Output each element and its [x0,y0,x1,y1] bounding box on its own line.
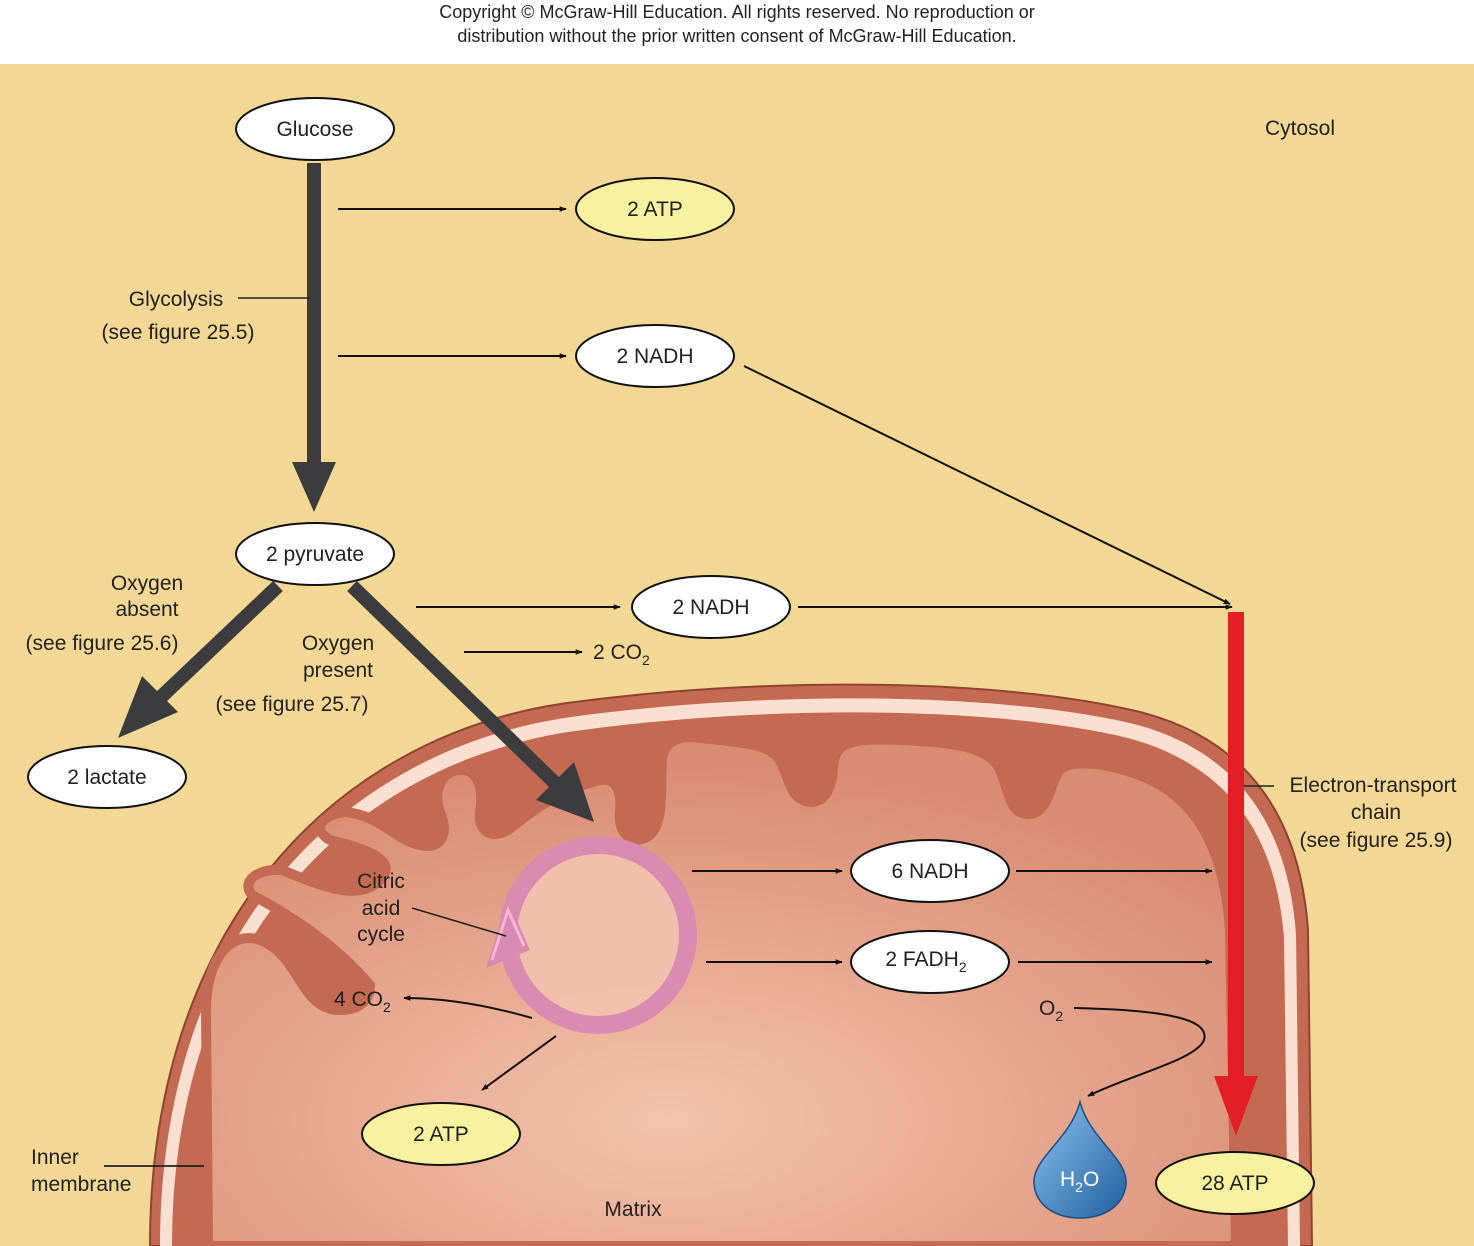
atp-glycolysis-node: 2 ATP [575,177,735,241]
atp-etc-label: 28 ATP [1201,1172,1268,1195]
fadh2-cycle-label: 2 FADH [885,948,959,971]
glycolysis-label: Glycolysis [129,288,224,311]
nadh-glycolysis-node: 2 NADH [575,324,735,388]
citric-line3: cycle [357,923,405,946]
lactate-label: 2 lactate [67,766,146,789]
svg-text:2 FADH2: 2 FADH2 [885,948,967,975]
oxygen-absent-line1: Oxygen [111,572,183,595]
water-o: O [1083,1168,1099,1191]
etc-figure-ref: (see figure 25.9) [1300,829,1453,852]
inner-membrane-line2: membrane [31,1173,131,1196]
pyruvate-node: 2 pyruvate [235,522,395,586]
copyright-line-2: distribution without the prior written c… [457,26,1017,46]
nadh-pyruvate-node: 2 NADH [631,575,791,639]
citric-acid-cycle-ring [486,836,697,1034]
pyruvate-label: 2 pyruvate [266,543,364,566]
arrow-o2-to-water [1073,1007,1206,1097]
co2-cycle-sub: 2 [383,999,391,1015]
cytosol-label: Cytosol [1265,117,1335,140]
water-drop-icon: H2O [1033,1099,1127,1219]
glycolysis-figure-ref: (see figure 25.5) [102,321,255,344]
o2-text: O2 [1039,997,1063,1024]
glucose-label: Glucose [276,118,353,141]
co2-cycle-text: 4 CO2 [334,988,391,1015]
oxygen-present-line2: present [303,659,373,682]
arrow-to-co2-cycle [403,995,533,1019]
arrow-to-atp-cycle [481,1035,557,1091]
etc-line1: Electron-transport [1290,774,1457,797]
co2-cycle-label: 4 CO [334,988,383,1011]
oxygen-absent-figure-ref: (see figure 25.6) [26,632,179,655]
water-sub: 2 [1075,1179,1083,1195]
co2-pyruvate-sub: 2 [642,652,650,668]
nadh-glycolysis-label: 2 NADH [616,345,693,368]
inner-membrane-line1: Inner [31,1146,79,1169]
lactate-node: 2 lactate [27,745,187,809]
fadh2-cycle-node: 2 FADH2 [850,930,1010,994]
co2-pyruvate-text: 2 CO2 [593,641,650,668]
nadh-pyruvate-label: 2 NADH [672,596,749,619]
fadh2-subscript: 2 [959,959,967,975]
citric-line1: Citric [357,870,405,893]
copyright-notice: Copyright © McGraw-Hill Education. All r… [0,0,1474,64]
oxygen-present-figure-ref: (see figure 25.7) [216,693,369,716]
citric-line2: acid [362,897,401,920]
glucose-node: Glucose [235,97,395,161]
arrow-nadh-to-etc [743,365,1231,605]
atp-cycle-label: 2 ATP [413,1123,469,1146]
atp-etc-node: 28 ATP [1155,1151,1315,1215]
atp-cycle-node: 2 ATP [361,1102,521,1166]
electron-transport-arrow [1214,612,1258,1136]
atp-glycolysis-label: 2 ATP [627,198,683,221]
oxygen-present-line1: Oxygen [302,632,374,655]
co2-pyruvate-label: 2 CO [593,641,642,664]
pyruvate-to-cycle-arrow [347,580,594,822]
nadh-cycle-label: 6 NADH [891,860,968,883]
citric-acid-cycle-leader [411,907,507,937]
oxygen-absent-line2: absent [115,598,178,621]
copyright-line-1: Copyright © McGraw-Hill Education. All r… [439,2,1035,22]
glycolysis-arrow [292,163,336,512]
lactate-arrow [118,580,283,738]
nadh-cycle-node: 6 NADH [850,839,1010,903]
etc-line2: chain [1351,801,1401,824]
svg-text:H2O: H2O [1060,1168,1099,1195]
matrix-label: Matrix [604,1198,662,1221]
o2-label: O [1039,997,1055,1020]
water-h: H [1060,1168,1075,1191]
o2-sub: 2 [1055,1008,1063,1024]
